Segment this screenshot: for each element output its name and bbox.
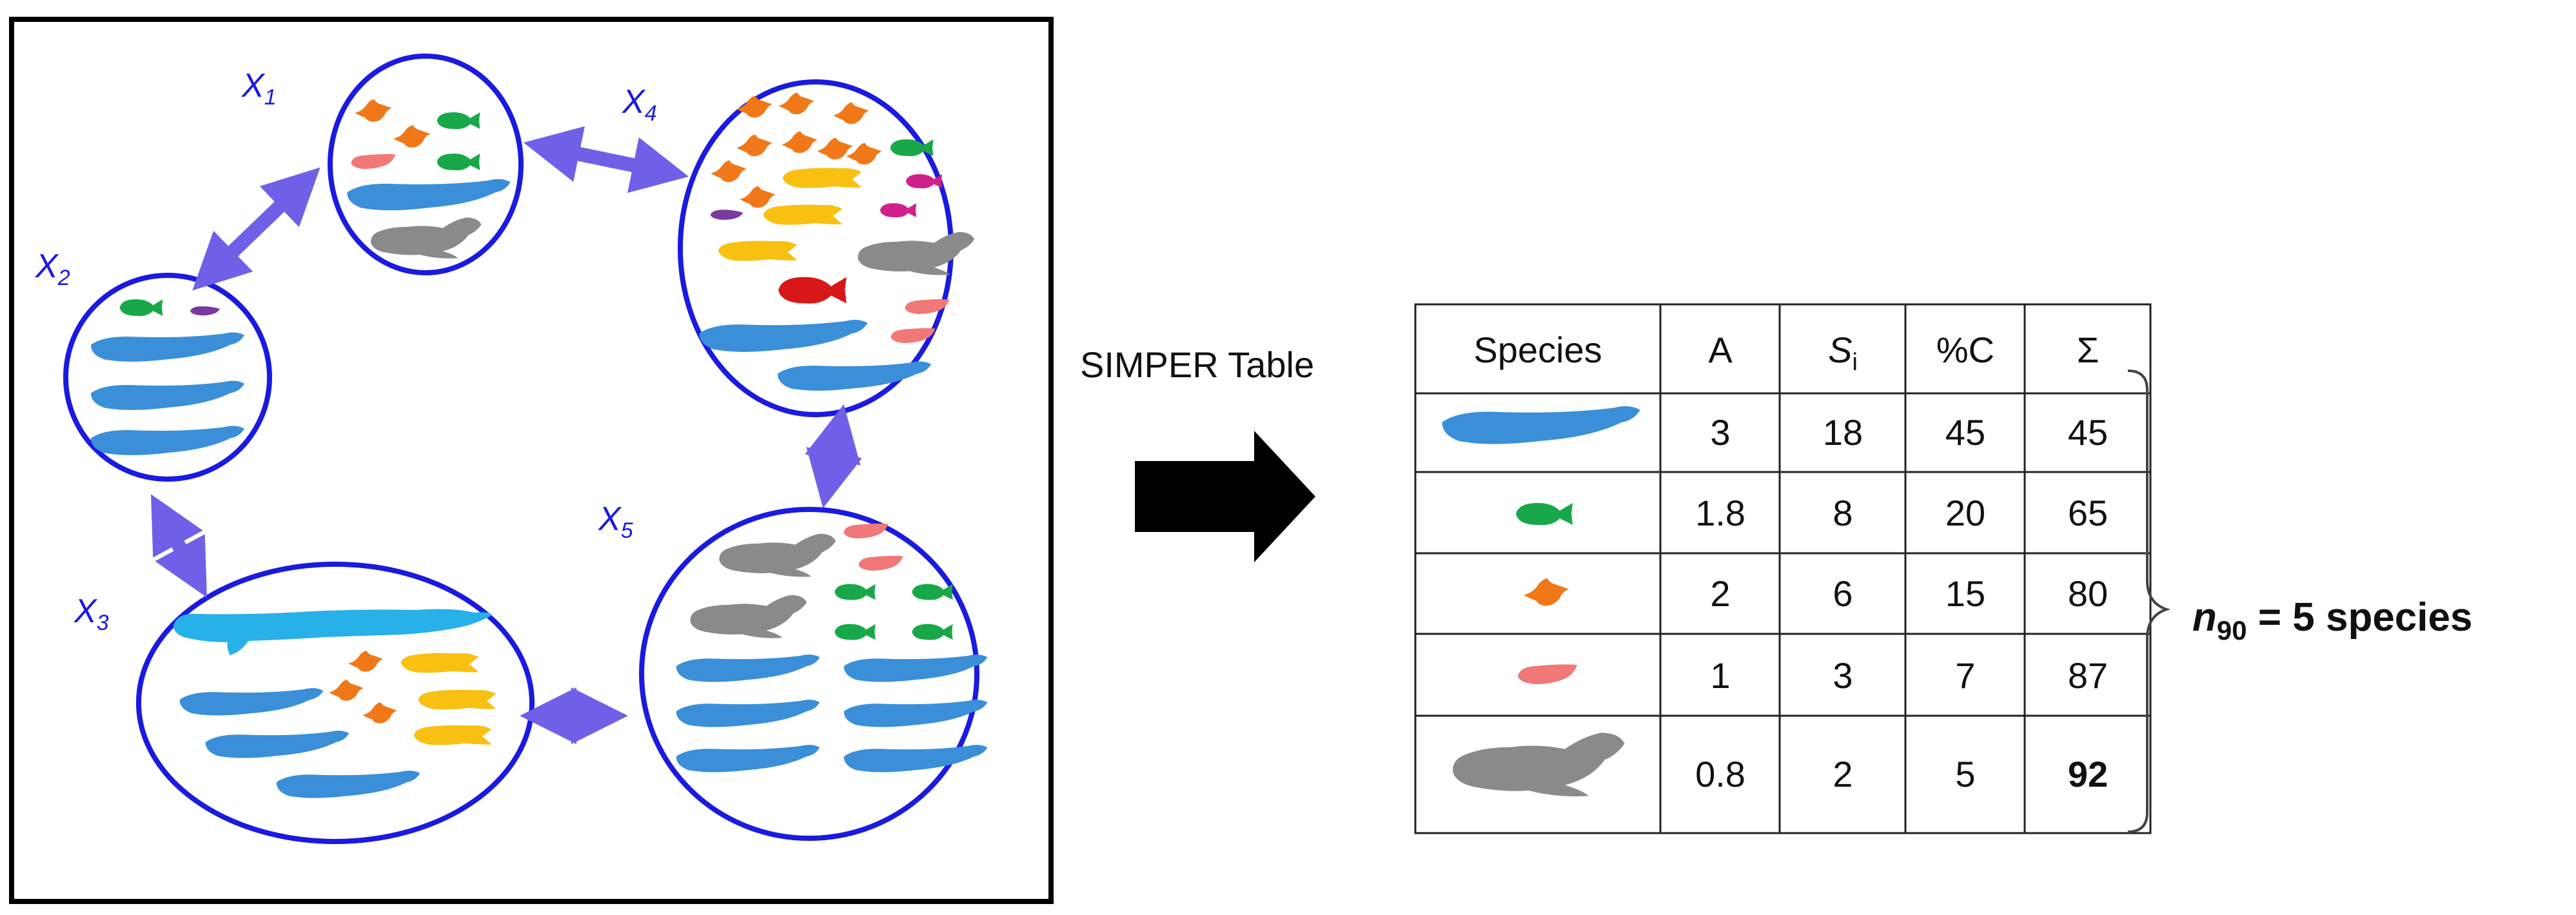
header-si: Si [1828, 330, 1858, 376]
cell-si: 8 [1833, 493, 1853, 533]
curly-brace [2127, 369, 2171, 833]
site-label-x4: X4 [622, 83, 657, 126]
site-label-x3: X3 [74, 593, 109, 635]
header-percent-c: %C [1936, 330, 1994, 370]
yellow-fish-icon [413, 725, 492, 745]
orange-fish-icon [1524, 578, 1569, 606]
header-species: Species [1473, 330, 1602, 370]
cell-si: 6 [1833, 573, 1853, 614]
blue-whale-icon [1442, 406, 1640, 444]
table-row: 0.8 2 5 92 [1695, 754, 2108, 794]
site-label-x5: X5 [598, 500, 633, 543]
cell-a: 3 [1710, 412, 1730, 453]
cell-si: 18 [1823, 412, 1863, 453]
cell-sigma: 45 [2068, 412, 2108, 453]
site-label-x2: X2 [35, 248, 70, 290]
yellow-fish-icon [418, 689, 497, 710]
table-data-rows: 3 18 45 45 1.8 8 20 65 2 6 15 80 1 3 7 8… [1695, 412, 2108, 794]
cell-sigma: 65 [2068, 493, 2108, 533]
pink-fish-icon [1518, 664, 1577, 684]
yellow-fish-icon [782, 168, 862, 188]
cell-si: 2 [1833, 754, 1853, 794]
table-row: 1.8 8 20 65 [1695, 493, 2108, 533]
site-label-x1: X1 [241, 67, 277, 110]
green-fish-icon [1516, 503, 1573, 526]
big-right-arrow-icon [1135, 431, 1315, 562]
cell-pc: 7 [1955, 655, 1975, 696]
site-x5-circle [639, 507, 979, 841]
table-header-row: Species A Si %C Σ [1473, 330, 2099, 376]
yellow-fish-icon [718, 241, 798, 261]
cell-pc: 5 [1955, 754, 1975, 794]
n90-result: n90 = 5 species [2192, 595, 2472, 645]
site-x1-circle [328, 54, 524, 275]
simper-table-label: SIMPER Table [1080, 344, 1314, 385]
cell-a: 0.8 [1695, 754, 1745, 794]
table-row: 3 18 45 45 [1710, 412, 2108, 453]
arrow-x4-x5 [805, 404, 862, 509]
site-x2-circle [63, 273, 272, 482]
cell-pc: 20 [1945, 493, 1985, 533]
cell-pc: 45 [1945, 412, 1985, 453]
arrow-x1-x4 [523, 126, 689, 193]
table-species-icons [1442, 406, 1640, 796]
site-arrows [151, 126, 862, 744]
cell-a: 1.8 [1695, 493, 1745, 533]
table-row: 2 6 15 80 [1710, 573, 2108, 614]
cell-pc: 15 [1945, 573, 1985, 614]
header-sigma: Σ [2077, 330, 2099, 370]
cell-sigma: 87 [2068, 655, 2108, 696]
table-row: 1 3 7 87 [1710, 655, 2108, 696]
cell-sigma: 92 [2068, 754, 2108, 794]
simper-table [1414, 303, 2152, 834]
cell-a: 1 [1710, 655, 1730, 696]
cell-si: 3 [1833, 655, 1853, 696]
gray-seal-icon [1453, 733, 1625, 796]
arrow-x1-x2 [192, 167, 320, 291]
cell-sigma: 80 [2068, 573, 2108, 614]
yellow-fish-icon [400, 653, 479, 673]
cell-a: 2 [1710, 573, 1730, 614]
header-a: A [1708, 330, 1733, 370]
arrow-x2-x3 [151, 494, 207, 598]
yellow-fish-icon [763, 204, 843, 225]
